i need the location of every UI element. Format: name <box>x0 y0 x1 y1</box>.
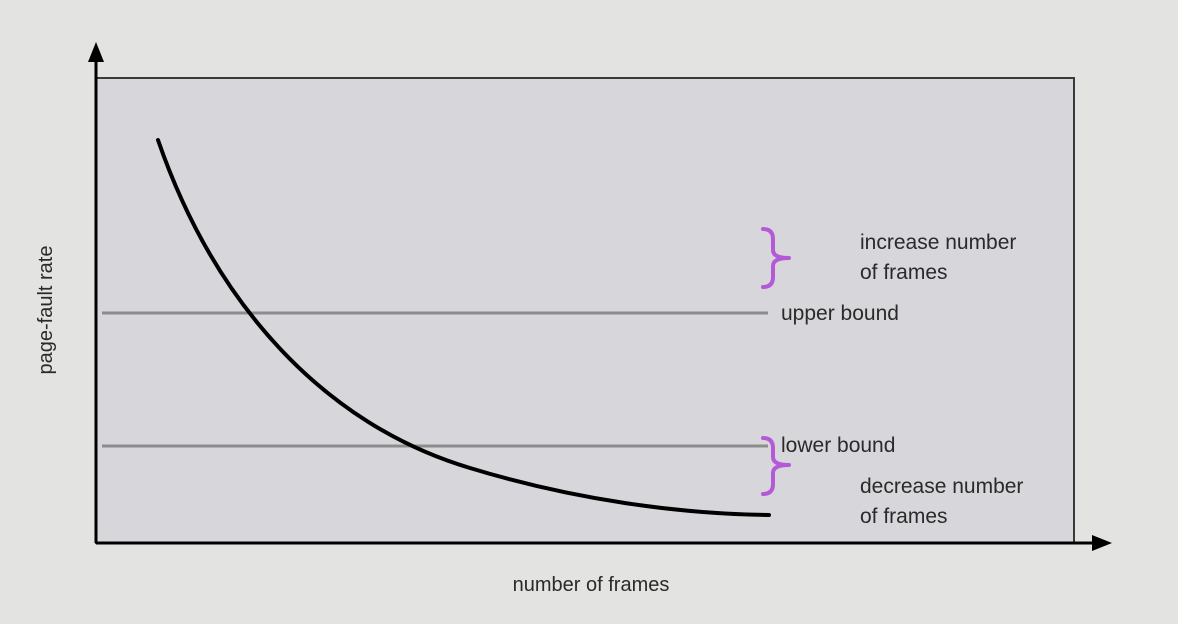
decrease-label-line2: of frames <box>860 505 948 528</box>
y-axis-arrowhead <box>88 42 104 62</box>
upper-bound-label: upper bound <box>781 302 899 325</box>
page-fault-curve <box>156 138 771 517</box>
plot-area <box>95 77 1075 544</box>
x-axis-arrowhead <box>1092 535 1112 551</box>
increase-label-line2: of frames <box>860 261 948 284</box>
lower-bound-label: lower bound <box>781 434 895 457</box>
increase-brace <box>761 227 791 289</box>
y-axis-label: page-fault rate <box>35 246 57 375</box>
decrease-brace <box>761 436 791 496</box>
x-axis-label: number of frames <box>513 574 670 596</box>
decrease-label-line1: decrease number <box>860 475 1023 498</box>
increase-label-line1: increase number <box>860 231 1016 254</box>
